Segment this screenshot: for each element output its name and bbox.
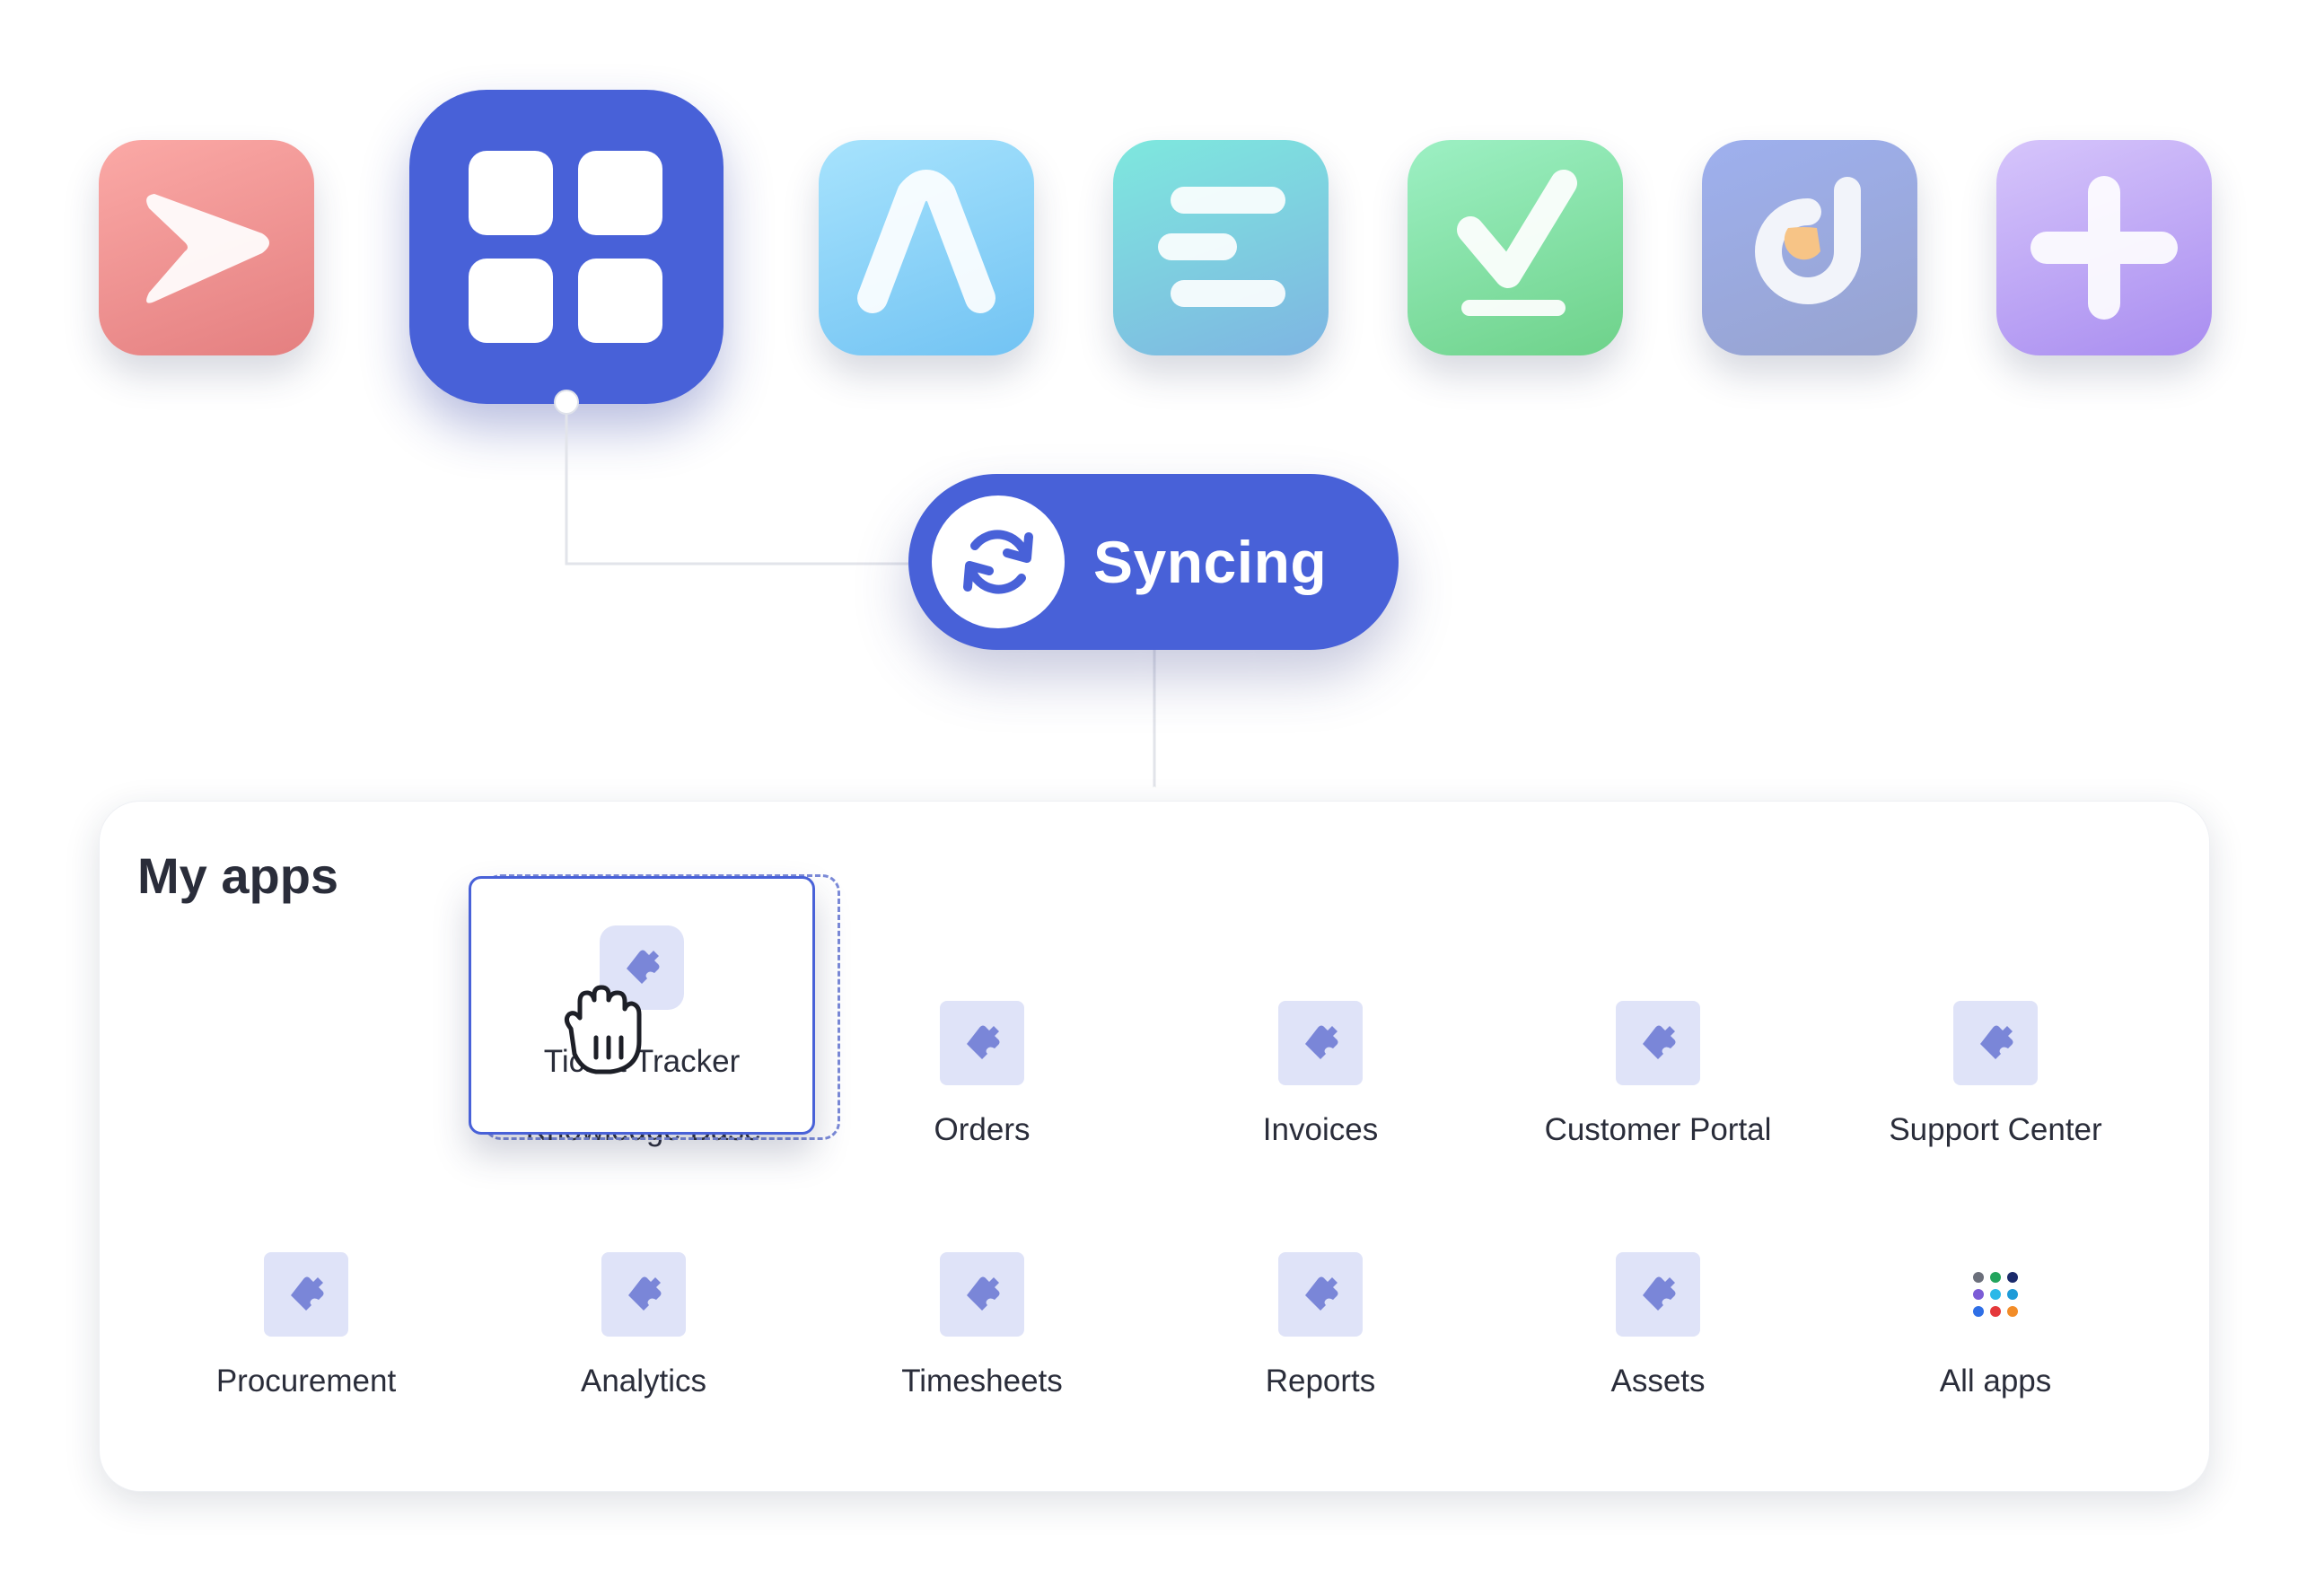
all-apps-dot	[1990, 1272, 2001, 1283]
all-apps-dot	[1973, 1306, 1984, 1317]
four-squares-icon	[469, 151, 662, 343]
all-apps-dot	[1973, 1272, 1984, 1283]
app-tile-invoices[interactable]: Invoices	[1152, 1001, 1489, 1162]
checkmark-app-icon[interactable]	[1408, 140, 1623, 355]
refresh-icon	[963, 530, 1033, 594]
app-tile-label: Invoices	[1262, 1112, 1379, 1147]
app-tile-support-center[interactable]: Support Center	[1827, 1001, 2164, 1162]
app-tile-label: Analytics	[580, 1364, 707, 1399]
puzzle-icon	[940, 1252, 1024, 1337]
dots-grid-icon	[1953, 1252, 2038, 1337]
play-app-icon[interactable]	[99, 140, 314, 355]
all-apps-dot	[1990, 1289, 2001, 1300]
syncing-status-pill: Syncing	[908, 474, 1399, 650]
app-tile-analytics[interactable]: Analytics	[475, 1252, 812, 1414]
puzzle-icon	[601, 1252, 686, 1337]
plus-app-icon[interactable]	[1996, 140, 2212, 355]
all-apps-dot	[2007, 1306, 2018, 1317]
d-letter-icon	[1755, 177, 1861, 304]
all-apps-dot	[1973, 1289, 1984, 1300]
app-tile-timesheets[interactable]: Timesheets	[813, 1252, 1151, 1414]
a-letter-icon	[857, 170, 996, 313]
checkmark-icon	[1457, 170, 1577, 316]
app-tile-label: Orders	[934, 1112, 1031, 1147]
puzzle-icon	[1278, 1252, 1363, 1337]
sync-icon-circle	[932, 495, 1065, 628]
puzzle-icon	[264, 1252, 348, 1337]
d-letter-app-icon[interactable]	[1702, 140, 1917, 355]
plus-icon	[2030, 176, 2178, 320]
app-tile-label: Customer Portal	[1544, 1112, 1772, 1147]
puzzle-icon	[1616, 1252, 1700, 1337]
app-tile-all-apps[interactable]: All apps	[1827, 1252, 2164, 1414]
puzzle-icon	[940, 1001, 1024, 1085]
panel-title: My apps	[137, 847, 339, 904]
a-letter-app-icon[interactable]	[819, 140, 1034, 355]
app-tile-customer-portal[interactable]: Customer Portal	[1489, 1001, 1827, 1162]
app-tile-orders[interactable]: Orders	[813, 1001, 1151, 1162]
app-tile-label: Assets	[1610, 1364, 1706, 1399]
dragged-app-tile[interactable]: Ticket Tracker	[469, 876, 815, 1135]
app-tile-label: Support Center	[1889, 1112, 2102, 1147]
play-arrow-icon	[146, 194, 269, 303]
puzzle-icon	[1278, 1001, 1363, 1085]
app-tile-procurement[interactable]: Procurement	[137, 1252, 475, 1414]
puzzle-icon	[1953, 1001, 2038, 1085]
app-tile-assets[interactable]: Assets	[1489, 1252, 1827, 1414]
app-tile-label: All apps	[1939, 1364, 2052, 1399]
lines-app-icon[interactable]	[1113, 140, 1329, 355]
grid-apps-icon[interactable]	[409, 90, 724, 404]
my-apps-panel: My apps Knowledge Base Orders Invoices C…	[99, 801, 2210, 1492]
all-apps-dot	[2007, 1272, 2018, 1283]
app-tile-label: Timesheets	[901, 1364, 1063, 1399]
sync-status-label: Syncing	[1093, 529, 1328, 595]
app-tile-label: Reports	[1265, 1364, 1376, 1399]
grab-hand-icon	[564, 985, 642, 1074]
app-tile-reports[interactable]: Reports	[1152, 1252, 1489, 1414]
puzzle-icon	[1616, 1001, 1700, 1085]
all-apps-dot	[1990, 1306, 2001, 1317]
text-lines-icon	[1158, 187, 1285, 307]
app-tile-label: Procurement	[215, 1364, 397, 1399]
all-apps-dot	[2007, 1289, 2018, 1300]
